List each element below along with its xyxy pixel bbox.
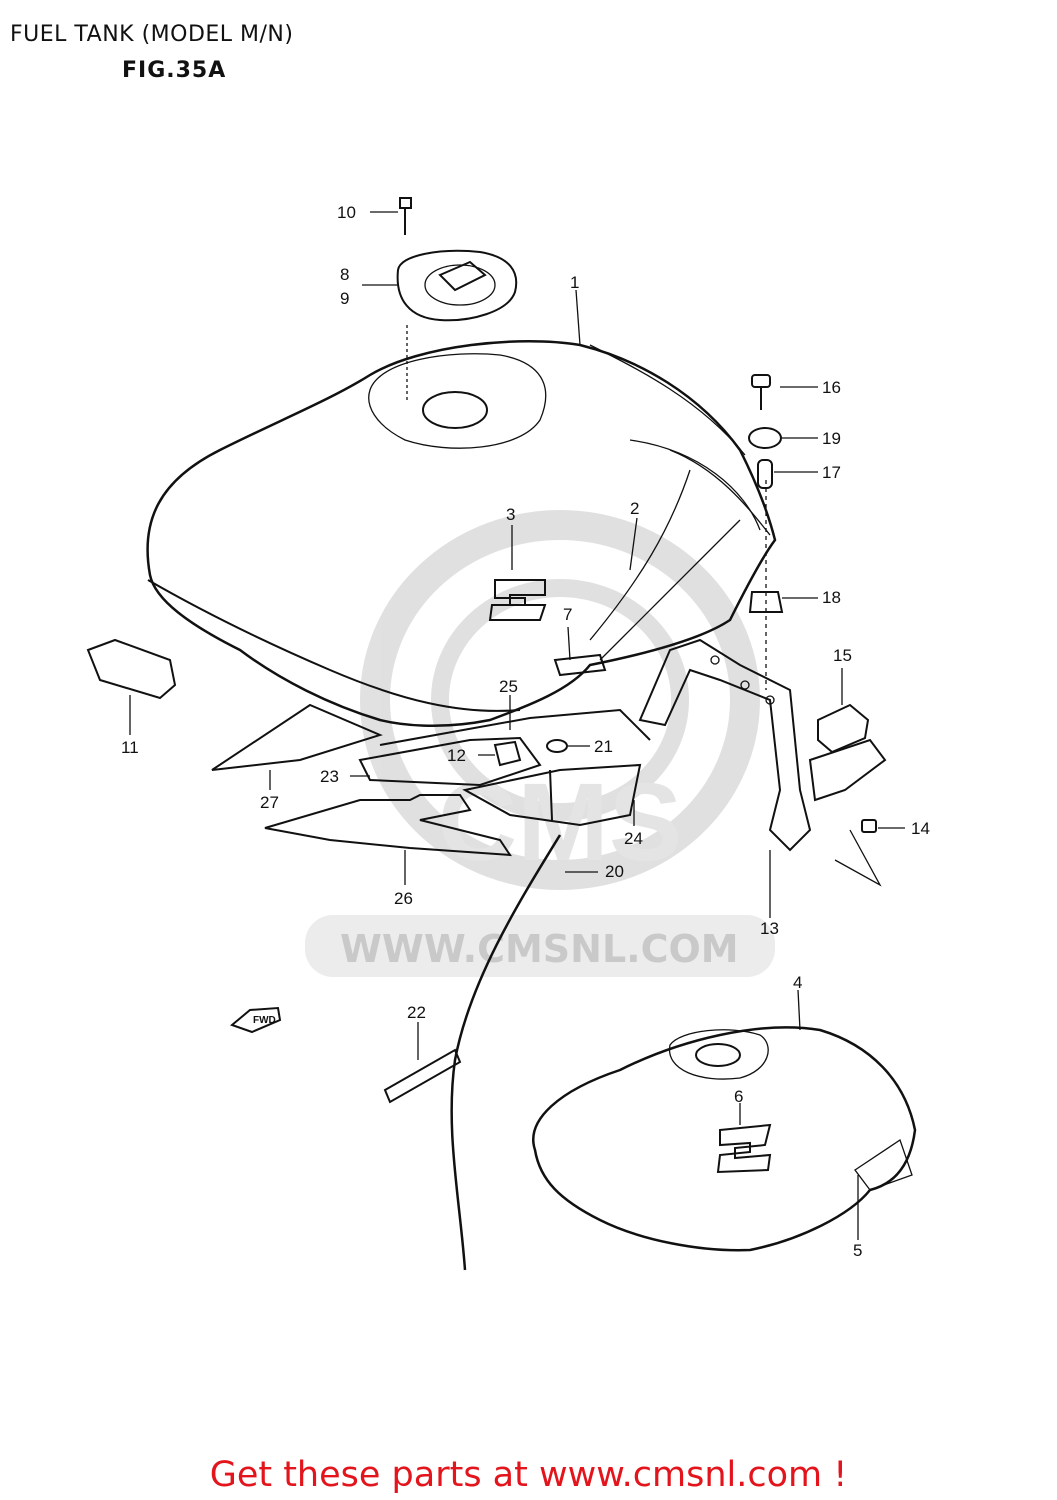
leader-lines bbox=[129, 211, 905, 1240]
callout-3: 3 bbox=[506, 505, 515, 524]
callout-21: 21 bbox=[594, 737, 613, 756]
fwd-label: FWD bbox=[253, 1015, 276, 1026]
fuel-tank-main bbox=[146, 340, 777, 727]
callout-10: 10 bbox=[337, 203, 356, 222]
callout-23: 23 bbox=[320, 767, 339, 786]
fwd-arrow-icon: FWD bbox=[230, 1006, 282, 1034]
callout-16: 16 bbox=[822, 378, 841, 397]
callout-19: 19 bbox=[822, 429, 841, 448]
callout-18: 18 bbox=[822, 588, 841, 607]
callout-6: 6 bbox=[734, 1087, 743, 1106]
callout-2: 2 bbox=[630, 499, 639, 518]
callout-11: 11 bbox=[121, 738, 139, 757]
callout-4: 4 bbox=[793, 973, 802, 992]
callout-20: 20 bbox=[605, 862, 624, 881]
heat-shields bbox=[211, 703, 651, 857]
callout-labels: 1 2 3 4 5 6 7 8 9 10 11 12 13 14 15 16 1… bbox=[121, 203, 930, 1260]
callout-24: 24 bbox=[624, 829, 643, 848]
callout-8: 8 bbox=[340, 265, 349, 284]
mount-rubbers bbox=[748, 374, 784, 690]
diagram-title: FUEL TANK (MODEL M/N) bbox=[10, 22, 294, 47]
watermark-logo: CMS bbox=[305, 510, 775, 977]
watermark-url: WWW.CMSNL.COM bbox=[340, 927, 739, 971]
callout-5: 5 bbox=[853, 1241, 862, 1260]
tank-bracket bbox=[638, 638, 887, 852]
callout-27: 27 bbox=[260, 793, 279, 812]
callout-9: 9 bbox=[340, 289, 349, 308]
callout-25: 25 bbox=[499, 677, 518, 696]
fuel-cap bbox=[396, 197, 518, 322]
callout-13: 13 bbox=[760, 919, 779, 938]
callout-26: 26 bbox=[394, 889, 413, 908]
callout-14: 14 bbox=[911, 819, 930, 838]
figure-number: FIG.35A bbox=[122, 58, 227, 83]
footer-link[interactable]: Get these parts at www.cmsnl.com ! bbox=[209, 1455, 848, 1495]
callout-15: 15 bbox=[833, 646, 852, 665]
callout-7: 7 bbox=[563, 605, 572, 624]
callout-17: 17 bbox=[822, 463, 841, 482]
callout-12: 12 bbox=[447, 746, 466, 765]
callout-1: 1 bbox=[570, 273, 579, 292]
callout-22: 22 bbox=[407, 1003, 426, 1022]
fuel-tank-alternate bbox=[532, 1026, 917, 1252]
